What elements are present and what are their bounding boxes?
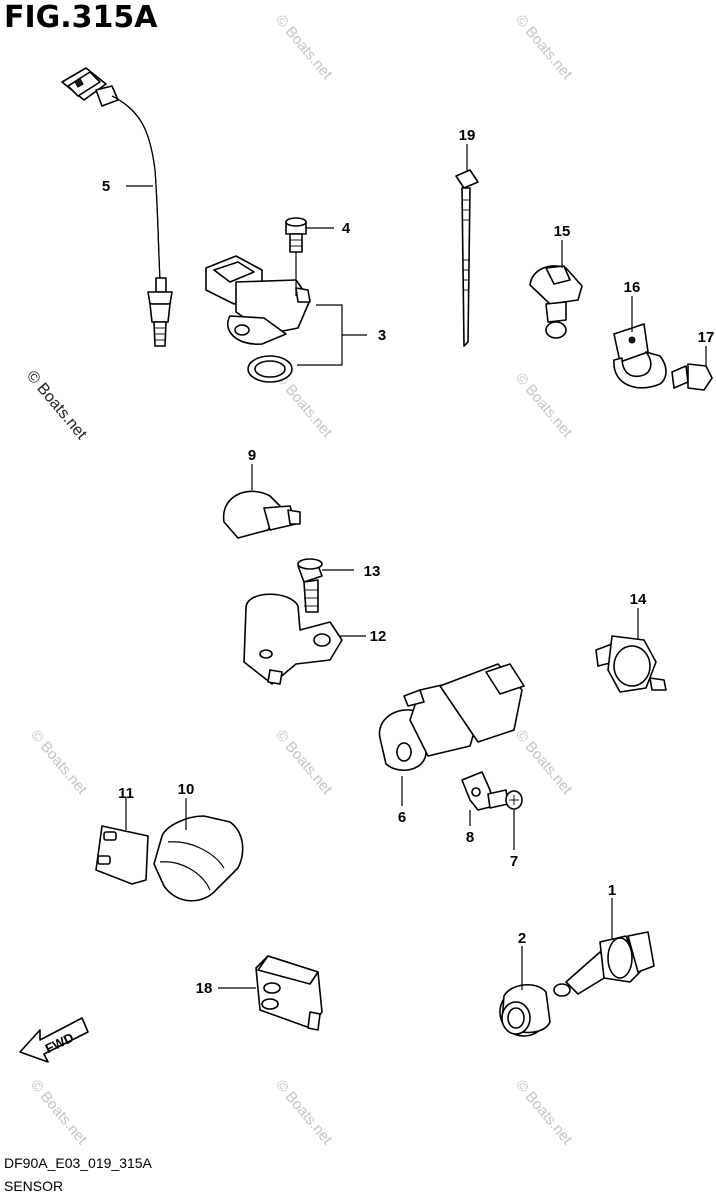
watermark: © Boats.net (272, 12, 336, 84)
part-13-bolt[interactable] (297, 558, 354, 613)
watermark: © Boats.net (272, 1077, 336, 1149)
fwd-label: FWD (43, 1030, 76, 1056)
callout-1[interactable]: 1 (608, 882, 616, 899)
part-2-grommet-ring[interactable] (499, 946, 551, 1037)
callout-15[interactable]: 15 (554, 223, 571, 240)
part-15-clip[interactable] (529, 240, 583, 339)
watermark: © Boats.net (512, 1077, 576, 1149)
callout-14[interactable]: 14 (630, 591, 647, 608)
callout-8[interactable]: 8 (466, 829, 474, 846)
figure-name: SENSOR (4, 1178, 64, 1194)
part-1-sensor[interactable] (553, 898, 655, 997)
part-19-cable-tie[interactable] (455, 144, 479, 347)
part-3-map-sensor[interactable] (205, 255, 367, 383)
part-14-knock-sensor[interactable] (595, 608, 667, 693)
part-17-bolt[interactable] (671, 346, 713, 391)
part-4-bolt[interactable] (285, 217, 334, 296)
callout-6[interactable]: 6 (398, 809, 406, 826)
figure-code: DF90A_E03_019_315A (4, 1155, 152, 1171)
watermark-dark: © Boats.net (23, 368, 90, 444)
callout-5[interactable]: 5 (102, 178, 110, 195)
watermark: © Boats.net (512, 727, 576, 799)
watermark: © Boats.net (27, 1077, 91, 1149)
watermark: © Boats.net (512, 370, 576, 442)
watermark: © Boats.net (512, 12, 576, 84)
part-16-clamp[interactable] (613, 296, 667, 389)
callout-16[interactable]: 16 (624, 279, 641, 296)
part-11-cover[interactable] (95, 798, 149, 885)
callout-2[interactable]: 2 (518, 930, 526, 947)
callout-4[interactable]: 4 (342, 220, 351, 237)
part-9-sensor-cap[interactable] (222, 464, 301, 539)
callout-13[interactable]: 13 (364, 563, 381, 580)
part-8-plate[interactable] (461, 771, 495, 826)
callout-11[interactable]: 11 (118, 785, 134, 802)
callout-17[interactable]: 17 (698, 329, 715, 346)
figure-title: FIG.315A (4, 0, 158, 35)
watermark: © Boats.net (27, 727, 91, 799)
callout-12[interactable]: 12 (370, 628, 387, 645)
callout-19[interactable]: 19 (459, 127, 476, 144)
callout-numbers: 1 2 3 4 5 6 7 8 9 10 11 12 13 14 15 16 1… (102, 127, 715, 997)
callout-7[interactable]: 7 (510, 853, 518, 870)
part-12-bracket[interactable] (243, 593, 366, 685)
part-5-temp-sensor-harness[interactable] (61, 67, 173, 347)
watermark: © Boats.net (272, 727, 336, 799)
callout-9[interactable]: 9 (248, 447, 256, 464)
part-6-position-sensor[interactable] (378, 663, 525, 806)
part-7-screw[interactable] (487, 789, 523, 850)
part-10-grommet[interactable] (153, 798, 244, 902)
callout-10[interactable]: 10 (178, 781, 195, 798)
part-18-mount[interactable] (218, 955, 323, 1031)
callout-3[interactable]: 3 (378, 327, 386, 344)
fwd-arrow-icon: FWD (19, 1017, 89, 1063)
callout-18[interactable]: 18 (196, 980, 213, 997)
